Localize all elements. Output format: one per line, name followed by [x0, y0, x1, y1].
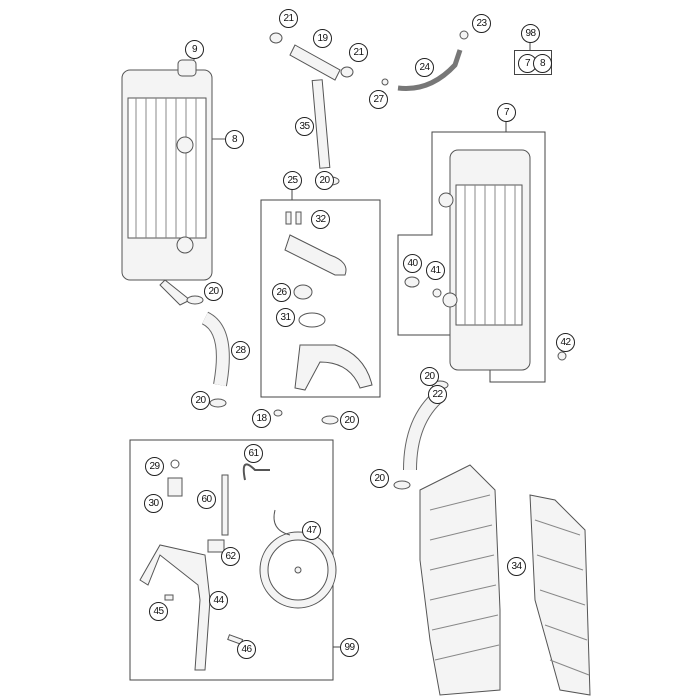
fan-bracket-44 — [139, 544, 211, 671]
callout-9[interactable]: 9 — [185, 40, 204, 59]
callout-40[interactable]: 40 — [403, 254, 422, 273]
callout-45[interactable]: 45 — [149, 602, 168, 621]
callout-41[interactable]: 41 — [426, 261, 445, 280]
callout-8[interactable]: 8 — [533, 54, 552, 73]
callout-98[interactable]: 98 — [521, 24, 540, 43]
callout-20[interactable]: 20 — [315, 171, 334, 190]
radiator-right — [404, 149, 567, 371]
hose-24 — [397, 49, 463, 92]
radiator-left — [121, 58, 225, 306]
callout-35[interactable]: 35 — [295, 117, 314, 136]
callout-20[interactable]: 20 — [370, 469, 389, 488]
callout-20[interactable]: 20 — [420, 367, 439, 386]
callout-27[interactable]: 27 — [369, 90, 388, 109]
callout-30[interactable]: 30 — [144, 494, 163, 513]
callout-28[interactable]: 28 — [231, 341, 250, 360]
callout-46[interactable]: 46 — [237, 640, 256, 659]
callout-62[interactable]: 62 — [221, 547, 240, 566]
radiator-guard-left — [419, 464, 501, 696]
callout-25[interactable]: 25 — [283, 171, 302, 190]
fan-group — [139, 459, 337, 671]
thermostat-housing — [284, 211, 373, 391]
callout-20[interactable]: 20 — [191, 391, 210, 410]
callout-20[interactable]: 20 — [340, 411, 359, 430]
callout-29[interactable]: 29 — [145, 457, 164, 476]
callout-21[interactable]: 21 — [349, 43, 368, 62]
callout-42[interactable]: 42 — [556, 333, 575, 352]
callout-44[interactable]: 44 — [209, 591, 228, 610]
callout-23[interactable]: 23 — [472, 14, 491, 33]
callout-24[interactable]: 24 — [415, 58, 434, 77]
callout-31[interactable]: 31 — [276, 308, 295, 327]
callout-26[interactable]: 26 — [272, 283, 291, 302]
radiator-guard-right — [529, 494, 591, 696]
callout-47[interactable]: 47 — [302, 521, 321, 540]
callout-22[interactable]: 22 — [428, 385, 447, 404]
callout-7[interactable]: 7 — [497, 103, 516, 122]
callout-8[interactable]: 8 — [225, 130, 244, 149]
hose-19 — [289, 44, 341, 81]
callout-60[interactable]: 60 — [197, 490, 216, 509]
callout-21[interactable]: 21 — [279, 9, 298, 28]
callout-34[interactable]: 34 — [507, 557, 526, 576]
pipe-35 — [311, 79, 331, 169]
callout-61[interactable]: 61 — [244, 444, 263, 463]
callout-19[interactable]: 19 — [313, 29, 332, 48]
callout-32[interactable]: 32 — [311, 210, 330, 229]
kit-box-98: 7 8 — [514, 50, 552, 75]
callout-20[interactable]: 20 — [204, 282, 223, 301]
callout-18[interactable]: 18 — [252, 409, 271, 428]
group-box-25 — [260, 199, 381, 398]
callout-99[interactable]: 99 — [340, 638, 359, 657]
